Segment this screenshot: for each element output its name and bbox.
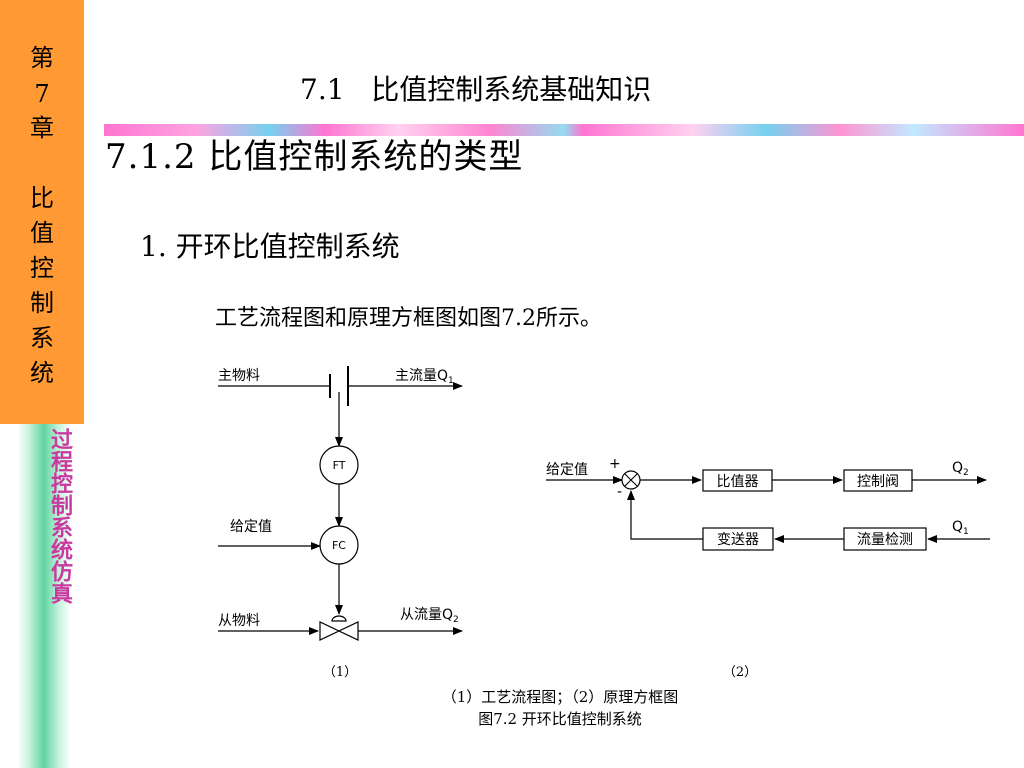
block-diagram: 给定值 + - 比值器 控制阀 Q2 Q1 流量检测 变送器 （2） xyxy=(546,456,990,680)
chapter-char: 比 xyxy=(30,184,54,212)
control-valve-icon xyxy=(319,621,359,641)
process-flow-diagram: 主物料 主流量Q1 FT FC 给定值 从物料 从流量Q2 （1） xyxy=(218,366,463,680)
chapter-char: 值 xyxy=(30,219,54,247)
ratio-block-label: 比值器 xyxy=(717,474,759,490)
block-setpoint-label: 给定值 xyxy=(546,462,588,478)
summing-minus: - xyxy=(617,484,622,500)
summing-plus: + xyxy=(609,456,621,472)
section-heading: 7.1.2 比值控制系统的类型 xyxy=(105,137,524,177)
side-banner: 过程控制系统仿真 xyxy=(17,424,72,768)
ft-label: FT xyxy=(333,459,346,472)
setpoint-label: 给定值 xyxy=(230,519,272,535)
intro-text: 工艺流程图和原理方框图如图7.2所示。 xyxy=(215,306,602,331)
diagram1-part-label: （1） xyxy=(323,665,357,680)
page-title: 7.1 比值控制系统基础知识 xyxy=(300,73,652,106)
figure-caption: （1）工艺流程图；（2）原理方框图 图7.2 开环比值控制系统 xyxy=(300,686,820,730)
side-banner-title: 过程控制系统仿真 xyxy=(47,428,72,604)
input-q1-label: Q1 xyxy=(952,519,969,537)
chapter-char: 第 xyxy=(30,44,54,72)
main-flow-label: 主流量Q1 xyxy=(395,368,454,386)
main-material-label: 主物料 xyxy=(218,368,260,384)
fc-label: FC xyxy=(332,539,346,552)
summing-cross-b xyxy=(624,473,638,487)
output-q2-label: Q2 xyxy=(952,460,969,478)
chapter-char: 章 xyxy=(30,114,54,142)
detect-block-label: 流量检测 xyxy=(857,532,913,548)
chapter-char: 统 xyxy=(30,359,54,387)
chapter-char: 7 xyxy=(34,80,50,108)
caption-line-1: （1）工艺流程图；（2）原理方框图 xyxy=(441,688,679,706)
feedback-path xyxy=(627,490,703,540)
chapter-char: 控 xyxy=(30,254,54,282)
chapter-char: 系 xyxy=(30,324,54,352)
valve-actuator xyxy=(331,615,347,622)
decorative-band xyxy=(104,124,1024,136)
sub-material-label: 从物料 xyxy=(218,613,260,629)
chapter-char: 制 xyxy=(30,289,54,317)
valve-block-label: 控制阀 xyxy=(857,474,899,490)
subsection-heading: 1. 开环比值控制系统 xyxy=(140,230,400,263)
diagram2-part-label: （2） xyxy=(723,665,757,680)
chapter-tab: 第 7 章 比 值 控 制 系 统 xyxy=(0,0,84,424)
transmitter-block-label: 变送器 xyxy=(717,532,759,548)
sub-flow-label: 从流量Q2 xyxy=(400,607,459,625)
caption-line-2: 图7.2 开环比值控制系统 xyxy=(478,710,642,728)
